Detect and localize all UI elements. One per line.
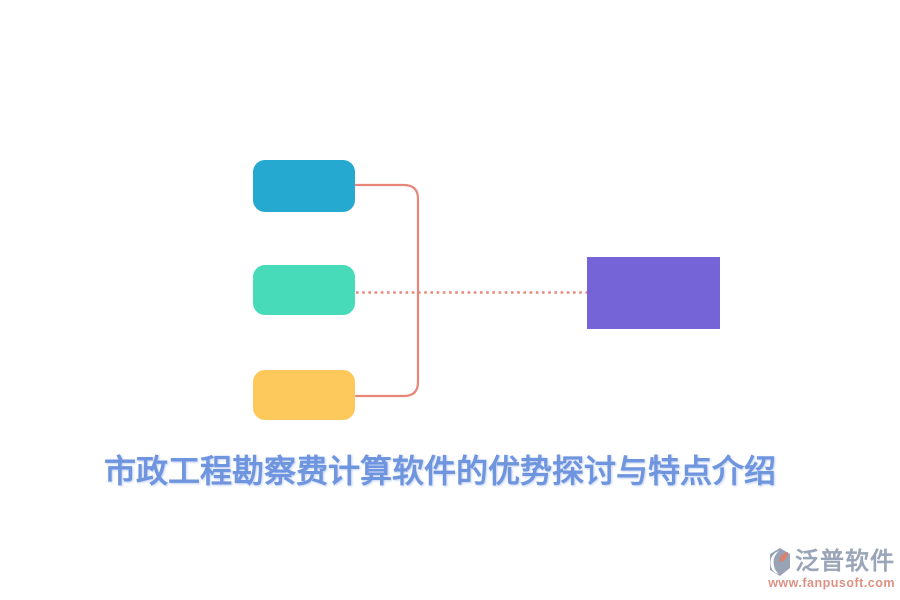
page-title: 市政工程勘察费计算软件的优势探讨与特点介绍 bbox=[103, 453, 776, 489]
mindmap-node-bottom bbox=[253, 370, 355, 420]
logo-brand-text: 泛普软件 bbox=[795, 548, 895, 576]
bracket-connector-line bbox=[354, 183, 420, 398]
mindmap-node-middle bbox=[253, 265, 355, 315]
logo-brand-row: 泛普软件 bbox=[767, 547, 895, 577]
logo-url-text: www.fanpusoft.com bbox=[768, 576, 895, 591]
footer-logo: 泛普软件 www.fanpusoft.com bbox=[767, 547, 895, 591]
mindmap-node-right bbox=[587, 257, 720, 329]
mindmap-node-top bbox=[253, 160, 355, 212]
fanpu-logo-icon bbox=[770, 548, 790, 577]
